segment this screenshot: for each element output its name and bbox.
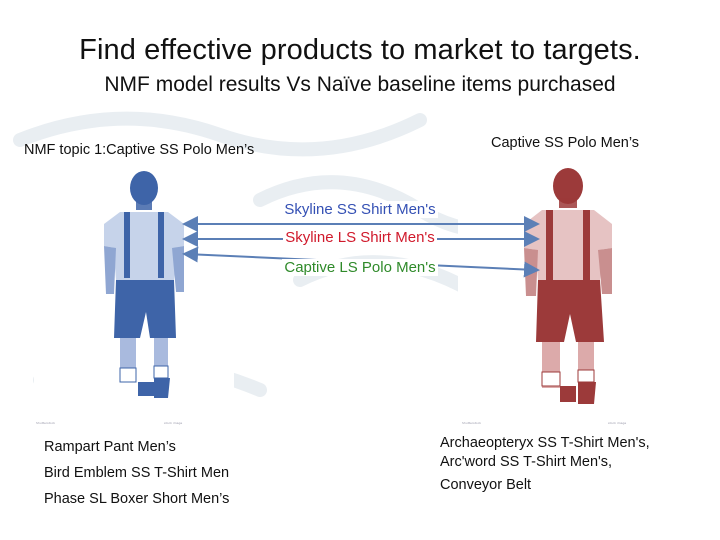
shared-item-skyline-ls: Skyline LS Shirt Men's <box>0 229 720 246</box>
svg-text:Shutterstock: Shutterstock <box>462 421 481 425</box>
shared-item-captive-ls-text: Captive LS Polo Men's <box>282 259 438 276</box>
svg-text:stock image: stock image <box>608 421 626 425</box>
slide-subtitle: NMF model results Vs Naïve baseline item… <box>104 73 616 96</box>
svg-text:stock image: stock image <box>164 421 182 425</box>
person-figure-blue <box>104 171 184 398</box>
svg-text:Shutterstock: Shutterstock <box>36 421 55 425</box>
left-person-image: Shutterstock stock image <box>34 162 234 432</box>
right-person-image: Shutterstock stock image <box>458 156 688 434</box>
right-item-list: Archaeopteryx SS T-Shirt Men's, Arc'word… <box>440 434 650 495</box>
right-figure-heading: Captive SS Polo Men’s <box>491 135 640 151</box>
shared-item-captive-ls: Captive LS Polo Men's <box>0 259 720 276</box>
list-item: Bird Emblem SS T-Shirt Men <box>44 465 230 481</box>
list-item: Arc'word SS T-Shirt Men's, <box>440 454 613 470</box>
left-figure-heading: NMF topic 1:Captive SS Polo Men’s <box>24 142 255 158</box>
list-item: Rampart Pant Men’s <box>44 439 176 455</box>
slide-title: Find effective products to market to tar… <box>79 34 641 66</box>
left-item-list: Rampart Pant Men’s Bird Emblem SS T-Shir… <box>44 434 229 512</box>
list-item: Conveyor Belt <box>440 477 532 493</box>
shared-item-skyline-ss-text: Skyline SS Shirt Men's <box>282 201 438 218</box>
shared-item-skyline-ss: Skyline SS Shirt Men's <box>0 201 720 218</box>
list-item: Phase SL Boxer Short Men’s <box>44 491 230 507</box>
list-item: Archaeopteryx SS T-Shirt Men's, <box>440 435 650 451</box>
shared-item-skyline-ls-text: Skyline LS Shirt Men's <box>283 229 437 246</box>
